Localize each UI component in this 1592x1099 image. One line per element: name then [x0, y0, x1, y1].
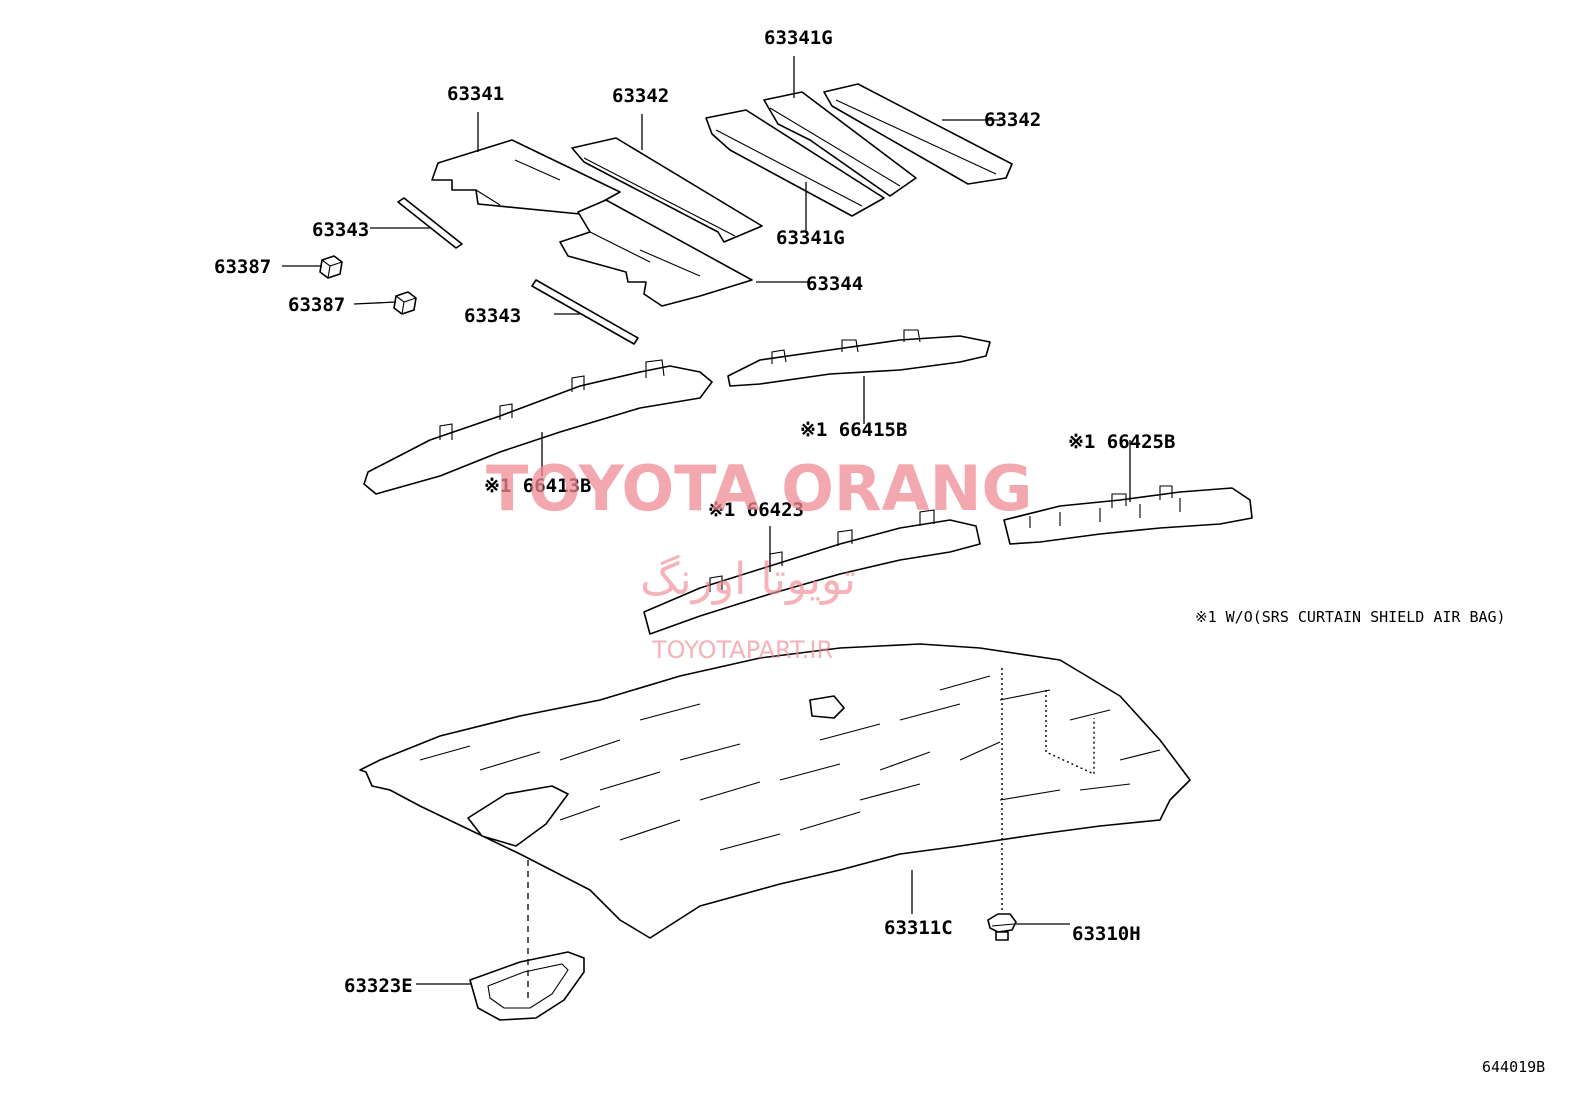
garnish-63323E	[469, 860, 585, 1021]
label-66413B: ※1 66413B	[484, 475, 591, 497]
clip-63387-upper	[319, 255, 343, 279]
diagram-id: 644019B	[1482, 1058, 1545, 1076]
watermark-farsi: تویوتا اورنگ	[640, 554, 856, 605]
bracket-66413B	[363, 359, 713, 495]
silencer-pad-63341G-lower	[705, 109, 885, 217]
bracket-66425B	[1003, 485, 1253, 545]
label-63311C: 63311C	[884, 917, 953, 939]
silencer-pad-63344	[559, 199, 753, 307]
label-63341G-bottom: 63341G	[776, 227, 845, 249]
label-63344: 63344	[806, 273, 863, 295]
bracket-66423	[643, 509, 981, 635]
label-63342-right: 63342	[984, 109, 1041, 131]
silencer-pad-63342-right	[823, 83, 1013, 185]
label-63387-lower: 63387	[288, 294, 345, 316]
label-63343-upper: 63343	[312, 219, 369, 241]
watermark-url: TOYOTAPART.IR	[651, 636, 833, 664]
silencer-pad-63342-left	[571, 137, 763, 243]
label-63343-lower: 63343	[464, 305, 521, 327]
clip-63387-lower	[393, 291, 417, 315]
leader-lines	[282, 56, 1131, 985]
label-63323E: 63323E	[344, 975, 413, 997]
watermark: TOYOTA ORANG تویوتا اورنگ TOYOTAPART.IR	[486, 452, 1032, 664]
bracket-66415B	[727, 329, 991, 387]
label-63387-upper: 63387	[214, 256, 271, 278]
watermark-main: TOYOTA ORANG	[486, 452, 1032, 525]
label-66425B: ※1 66425B	[1068, 431, 1175, 453]
label-66415B: ※1 66415B	[800, 419, 907, 441]
label-66423: ※1 66423	[708, 499, 804, 521]
label-63341G-top: 63341G	[764, 27, 833, 49]
strip-63343-lower	[531, 279, 639, 345]
strip-63343-upper	[397, 197, 463, 249]
clip-63310H	[987, 913, 1017, 941]
part-labels: 63341 63342 63341G 63342 63341G 63343 63…	[214, 27, 1175, 997]
label-63342-left: 63342	[612, 85, 669, 107]
silencer-pad-63341G-upper	[763, 91, 917, 197]
label-63341: 63341	[447, 83, 504, 105]
roof-headlining-63311C	[359, 643, 1191, 939]
footnote-srs: ※1 W/O(SRS CURTAIN SHIELD AIR BAG)	[1195, 608, 1506, 626]
silencer-pad-63341	[431, 139, 621, 215]
label-63310H: 63310H	[1072, 923, 1141, 945]
